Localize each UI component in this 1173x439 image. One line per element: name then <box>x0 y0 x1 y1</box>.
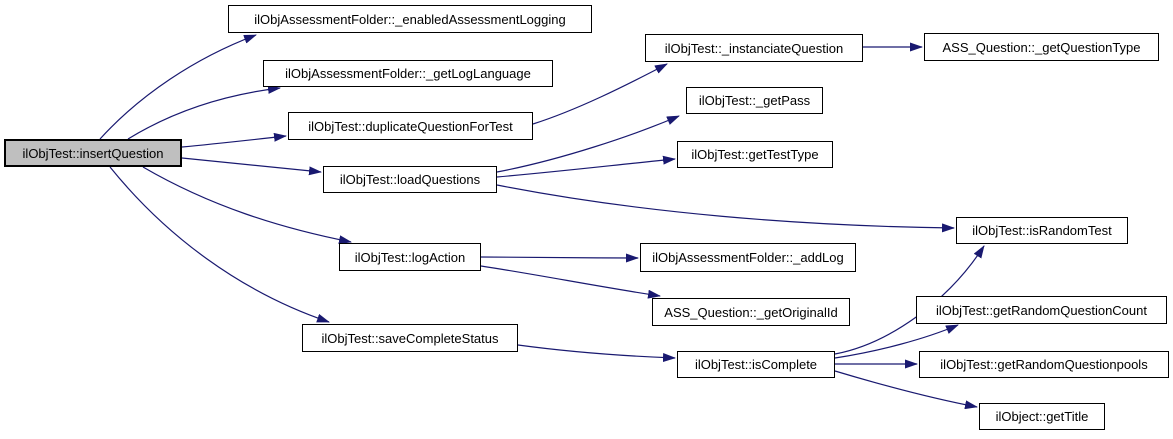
edge-loadQuestions-to-getTestType <box>496 155 676 178</box>
edge-insertQuestion-to-duplicateQuestionForTest <box>181 132 287 148</box>
node-addLog[interactable]: ilObjAssessmentFolder::_addLog <box>640 243 856 272</box>
edge-insertQuestion-to-getLogLanguage <box>127 84 281 140</box>
node-label: ilObjTest::getRandomQuestionpools <box>940 357 1148 372</box>
node-logAction[interactable]: ilObjTest::logAction <box>339 243 481 271</box>
node-label: ilObjTest::logAction <box>354 249 466 265</box>
node-getRandomQuestionCount[interactable]: ilObjTest::getRandomQuestionCount <box>916 296 1167 324</box>
edge-duplicateQuestionForTest-to-instanciateQuestion <box>532 63 668 125</box>
node-label: ilObjAssessmentFolder::_enabledAssessmen… <box>254 11 566 27</box>
node-label: ilObjTest::getTestType <box>691 147 819 162</box>
node-isRandomTest[interactable]: ilObjTest::isRandomTest <box>956 217 1128 244</box>
edge-saveCompleteStatus-to-isComplete <box>517 344 676 363</box>
node-getTitle[interactable]: ilObject::getTitle <box>979 403 1105 430</box>
node-label: ilObjTest::getRandomQuestionCount <box>935 302 1147 318</box>
node-label: ilObjTest::duplicateQuestionForTest <box>308 118 513 134</box>
node-getLogLanguage[interactable]: ilObjAssessmentFolder::_getLogLanguage <box>263 60 553 87</box>
node-label: ilObjTest::insertQuestion <box>22 145 164 161</box>
node-getTestType[interactable]: ilObjTest::getTestType <box>677 141 833 168</box>
node-enabledAssessmentLogging[interactable]: ilObjAssessmentFolder::_enabledAssessmen… <box>228 5 592 33</box>
node-label: ilObjAssessmentFolder::_getLogLanguage <box>285 66 531 81</box>
node-getQuestionType[interactable]: ASS_Question::_getQuestionType <box>924 33 1159 61</box>
node-duplicateQuestionForTest[interactable]: ilObjTest::duplicateQuestionForTest <box>288 112 533 140</box>
node-getOriginalId[interactable]: ASS_Question::_getOriginalId <box>652 298 850 326</box>
node-getPass[interactable]: ilObjTest::_getPass <box>686 87 823 114</box>
edge-logAction-to-addLog <box>480 253 639 263</box>
node-label: ilObjTest::_getPass <box>698 93 811 108</box>
edge-loadQuestions-to-getPass <box>496 115 680 173</box>
node-label: ilObjTest::loadQuestions <box>339 172 481 187</box>
node-getRandomQuestionpools[interactable]: ilObjTest::getRandomQuestionpools <box>919 351 1169 378</box>
node-isComplete[interactable]: ilObjTest::isComplete <box>677 351 835 378</box>
edge-insertQuestion-to-saveCompleteStatus <box>109 166 330 323</box>
edge-loadQuestions-to-isRandomTest <box>496 184 955 233</box>
node-saveCompleteStatus[interactable]: ilObjTest::saveCompleteStatus <box>302 324 518 352</box>
node-instanciateQuestion[interactable]: ilObjTest::_instanciateQuestion <box>645 34 863 62</box>
edge-insertQuestion-to-logAction <box>142 166 352 245</box>
node-label: ilObjTest::_instanciateQuestion <box>664 40 844 56</box>
node-label: ASS_Question::_getOriginalId <box>664 304 838 320</box>
node-label: ilObjTest::isComplete <box>694 357 818 372</box>
edge-logAction-to-getOriginalId <box>480 265 661 299</box>
edge-isComplete-to-getRandomQuestionCount <box>834 324 959 359</box>
edge-isComplete-to-getTitle <box>834 370 978 410</box>
edge-insertQuestion-to-enabledAssessmentLogging <box>99 34 257 140</box>
node-label: ilObject::getTitle <box>995 409 1089 424</box>
node-loadQuestions[interactable]: ilObjTest::loadQuestions <box>323 166 497 193</box>
edge-isComplete-to-isRandomTest <box>834 245 985 355</box>
node-label: ilObjAssessmentFolder::_addLog <box>652 250 844 265</box>
node-label: ilObjTest::saveCompleteStatus <box>321 330 499 346</box>
node-label: ASS_Question::_getQuestionType <box>942 39 1141 55</box>
node-insertQuestion[interactable]: ilObjTest::insertQuestion <box>4 139 182 167</box>
edge-insertQuestion-to-loadQuestions <box>181 157 322 176</box>
node-label: ilObjTest::isRandomTest <box>972 223 1112 238</box>
